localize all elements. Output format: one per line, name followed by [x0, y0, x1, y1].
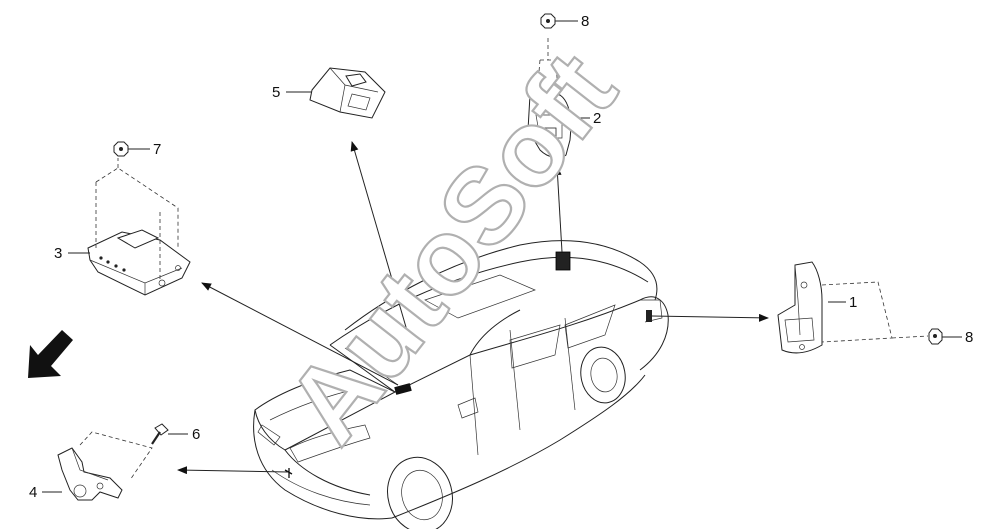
part-3-control-module — [87, 158, 191, 296]
nut-8-top-icon — [540, 13, 556, 29]
callout-7: 7 — [153, 141, 161, 158]
callout-3: 3 — [54, 245, 62, 262]
nut-8-right-icon — [928, 328, 943, 345]
callout-5: 5 — [272, 84, 280, 101]
front-direction-arrow-icon — [28, 330, 73, 378]
callout-6: 6 — [192, 426, 200, 443]
callout-1: 1 — [849, 294, 857, 311]
callout-4: 4 — [29, 484, 37, 501]
part-2-bracket — [527, 38, 572, 159]
screw-6-icon — [151, 423, 169, 445]
nut-7-icon — [113, 141, 129, 157]
pointer-arrows — [177, 141, 769, 475]
part-5-module — [309, 67, 386, 119]
part-4-sensor-bracket — [57, 431, 153, 501]
callout-8-top: 8 — [581, 13, 589, 30]
vehicle-outline — [253, 240, 669, 529]
callout-2: 2 — [593, 110, 601, 127]
part-1-bracket — [777, 261, 929, 354]
callout-labels: 1 2 3 4 5 6 7 8 8 — [29, 13, 973, 501]
callout-8-right: 8 — [965, 329, 973, 346]
module-location-marks — [284, 251, 652, 478]
leader-lines — [42, 20, 962, 493]
